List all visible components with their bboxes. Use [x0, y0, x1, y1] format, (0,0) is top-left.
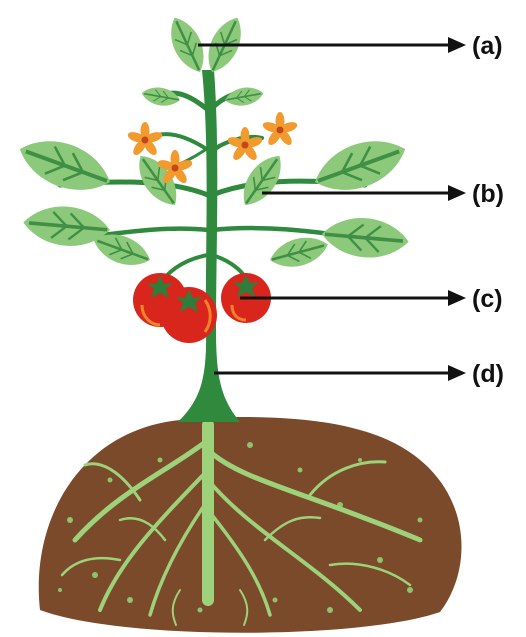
label-b: (b)	[472, 180, 504, 208]
top-leaves	[140, 12, 265, 109]
tomatoes	[133, 273, 271, 343]
label-a: (a)	[472, 32, 503, 60]
label-d: (d)	[472, 360, 504, 388]
main-stem	[178, 70, 240, 422]
pointer-arrows	[198, 37, 466, 381]
label-c: (c)	[472, 285, 503, 313]
